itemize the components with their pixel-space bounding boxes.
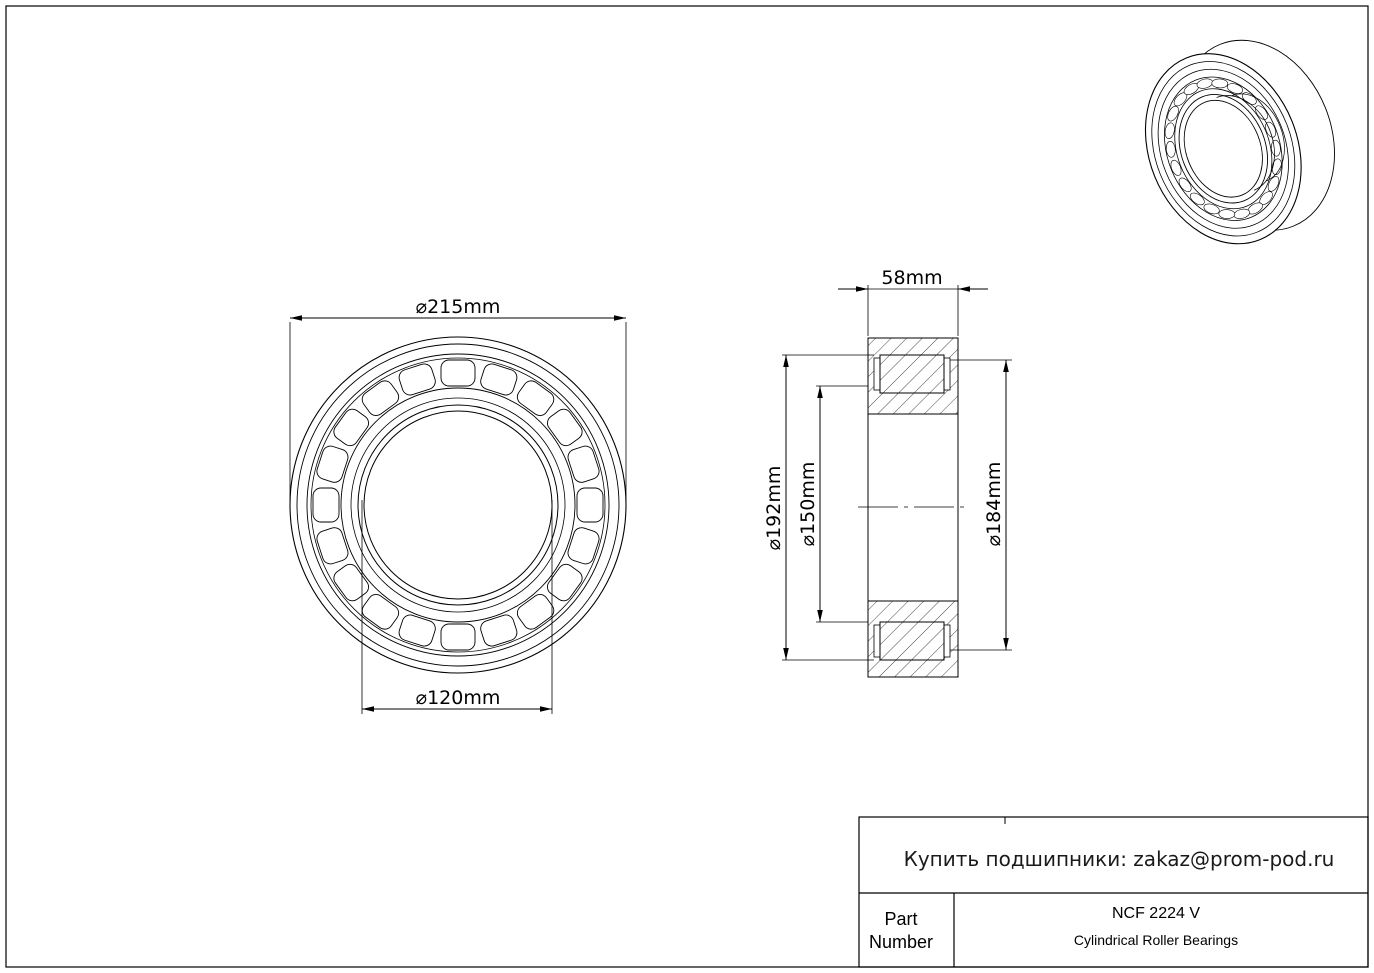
- roller: [516, 380, 555, 416]
- iso-roller-set: [1164, 78, 1282, 219]
- roller: [480, 363, 518, 396]
- bearing-isometric-view: [1144, 39, 1335, 245]
- iso-roller: [1170, 159, 1182, 176]
- roller: [440, 623, 476, 651]
- roller: [398, 363, 436, 396]
- roller: [480, 614, 518, 647]
- d150-value: 150mm: [797, 462, 819, 535]
- diameter-symbol: ⌀: [983, 535, 1005, 546]
- contact-text: Купить подшипники: zakaz@prom-pod.ru: [904, 847, 1335, 871]
- bore-diameter-dimension: ⌀120mm: [361, 500, 553, 714]
- roller: [547, 563, 583, 602]
- d184-dimension: ⌀184mm: [950, 359, 1012, 651]
- d184-value: 184mm: [983, 462, 1005, 535]
- roller: [567, 527, 600, 565]
- roller: [398, 614, 436, 647]
- iso-roller: [1167, 105, 1179, 122]
- iso-roller: [1255, 105, 1268, 120]
- roller: [361, 380, 400, 416]
- roller: [333, 408, 369, 447]
- d150-dimension: ⌀150mm: [797, 385, 868, 623]
- iso-roller: [1267, 176, 1280, 192]
- svg-text:⌀150mm: ⌀150mm: [797, 462, 819, 547]
- drawing-border: [5, 5, 1369, 968]
- roller: [333, 563, 369, 602]
- diameter-symbol: ⌀: [416, 687, 427, 709]
- roller: [361, 594, 400, 630]
- roller-set: [312, 359, 604, 651]
- outer-diameter-dimension: ⌀215mm: [289, 296, 627, 505]
- iso-roller: [1165, 141, 1176, 158]
- iso-roller: [1203, 203, 1220, 215]
- roller: [316, 527, 349, 565]
- iso-roller: [1189, 192, 1205, 206]
- d192-dimension: ⌀192mm: [763, 354, 874, 661]
- iso-roller: [1178, 177, 1192, 193]
- outer-diameter-value: 215mm: [427, 296, 500, 318]
- svg-text:⌀120mm: ⌀120mm: [416, 687, 501, 709]
- bearing-section-view: [858, 337, 968, 678]
- part-description: Cylindrical Roller Bearings: [1074, 932, 1238, 948]
- d192-value: 192mm: [763, 466, 785, 539]
- iso-roller: [1218, 209, 1236, 219]
- part-number: NCF 2224 V: [1112, 905, 1200, 922]
- part-label-line1: Part: [884, 909, 917, 929]
- roller: [316, 445, 349, 483]
- iso-roller: [1211, 78, 1229, 89]
- roller: [312, 487, 340, 523]
- diameter-symbol: ⌀: [416, 296, 427, 318]
- roller: [567, 445, 600, 483]
- iso-roller: [1164, 122, 1175, 139]
- svg-text:⌀184mm: ⌀184mm: [983, 462, 1005, 547]
- svg-text:⌀215mm: ⌀215mm: [416, 296, 501, 318]
- bore-diameter-value: 120mm: [427, 687, 500, 709]
- iso-roller: [1227, 83, 1244, 94]
- bearing-front-view: [289, 336, 627, 674]
- diameter-symbol: ⌀: [763, 539, 785, 550]
- svg-text:⌀192mm: ⌀192mm: [763, 466, 785, 551]
- part-label-line2: Number: [869, 932, 933, 952]
- width-dimension: 58mm: [838, 267, 988, 336]
- roller: [547, 408, 583, 447]
- roller: [516, 594, 555, 630]
- width-value: 58mm: [881, 267, 942, 289]
- title-block: Купить подшипники: zakaz@prom-pod.ru Par…: [858, 816, 1369, 968]
- diameter-symbol: ⌀: [797, 535, 819, 546]
- roller: [576, 487, 604, 523]
- roller: [440, 359, 476, 387]
